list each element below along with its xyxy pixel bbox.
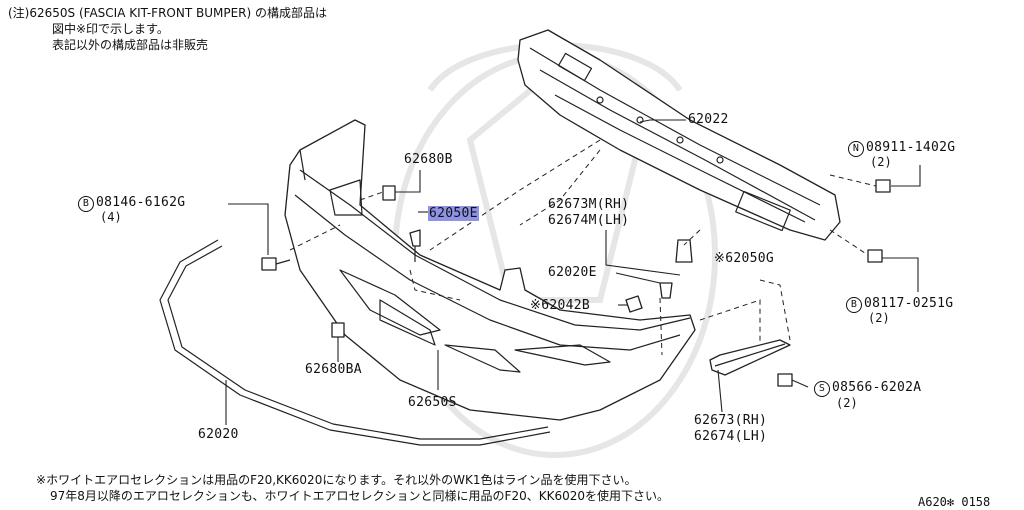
note-footer-line1: ※ホワイトエアロセレクションは用品のF20,KK6020になります。それ以外のW…: [36, 472, 637, 488]
note-header-line2: 図中※印で示します。: [52, 22, 169, 36]
reinforcement-62022: [517, 29, 841, 241]
qty-08146: (4): [100, 210, 122, 224]
note-header-line1: (注)62650S (FASCIA KIT-FRONT BUMPER) の構成部…: [8, 6, 328, 20]
part-label-62042B[interactable]: ※62042B: [530, 299, 590, 313]
badge-b: B: [846, 297, 862, 313]
part-number-08911: 08911-1402G: [866, 140, 956, 155]
note-footer-line2: 97年8月以降のエアロセレクションも、ホワイトエアロセレクションと同様に用品のF…: [50, 489, 669, 503]
part-label-62674[interactable]: 62674(LH): [694, 429, 768, 444]
bracket-62673: [709, 339, 791, 376]
part-label-62674M[interactable]: 62674M(LH): [548, 213, 630, 228]
highlighted-part-62050E: 62050E: [428, 206, 479, 221]
qty-08566: (2): [836, 396, 858, 410]
qty-08911: (2): [870, 155, 892, 169]
badge-n: N: [848, 141, 864, 157]
part-label-62020[interactable]: 62020: [198, 427, 239, 442]
part-label-62650S[interactable]: 62650S: [408, 395, 457, 410]
qty-08117: (2): [868, 311, 890, 325]
badge-b: B: [78, 196, 94, 212]
badge-s: S: [814, 381, 830, 397]
star-mark: ※: [714, 251, 726, 266]
part-label-62050E[interactable]: 62050E: [428, 206, 479, 221]
star-mark: ※: [530, 298, 542, 313]
part-label-62673[interactable]: 62673(RH): [694, 413, 768, 428]
part-label-62022[interactable]: 62022: [688, 112, 729, 127]
part-label-62673M[interactable]: 62673M(RH): [548, 197, 630, 212]
diagram-id: A620✻ 0158: [918, 495, 991, 509]
dashed-lines: [289, 139, 877, 356]
part-label-62020E[interactable]: 62020E: [548, 265, 597, 280]
part-number-62042B: 62042B: [541, 298, 590, 313]
note-header-line3: 表記以外の構成部品は非販売: [52, 38, 209, 52]
small-parts: [261, 179, 891, 387]
lip-spoiler-62020: [159, 239, 551, 446]
part-label-62680B[interactable]: 62680B: [404, 152, 453, 167]
part-label-62050G[interactable]: ※62050G: [714, 252, 774, 266]
footer-star-mark: ※: [36, 473, 47, 487]
part-number-62050G: 62050G: [725, 251, 774, 266]
leader-lines: [225, 119, 921, 425]
part-number-08146: 08146-6162G: [96, 195, 186, 210]
footer-line1-text: ホワイトエアロセレクションは用品のF20,KK6020になります。それ以外のWK…: [46, 473, 637, 487]
bumper-fascia-62650S: [284, 119, 696, 421]
part-number-08566: 08566-6202A: [832, 380, 922, 395]
part-label-62680BA[interactable]: 62680BA: [305, 362, 362, 377]
part-number-08117: 08117-0251G: [864, 296, 954, 311]
